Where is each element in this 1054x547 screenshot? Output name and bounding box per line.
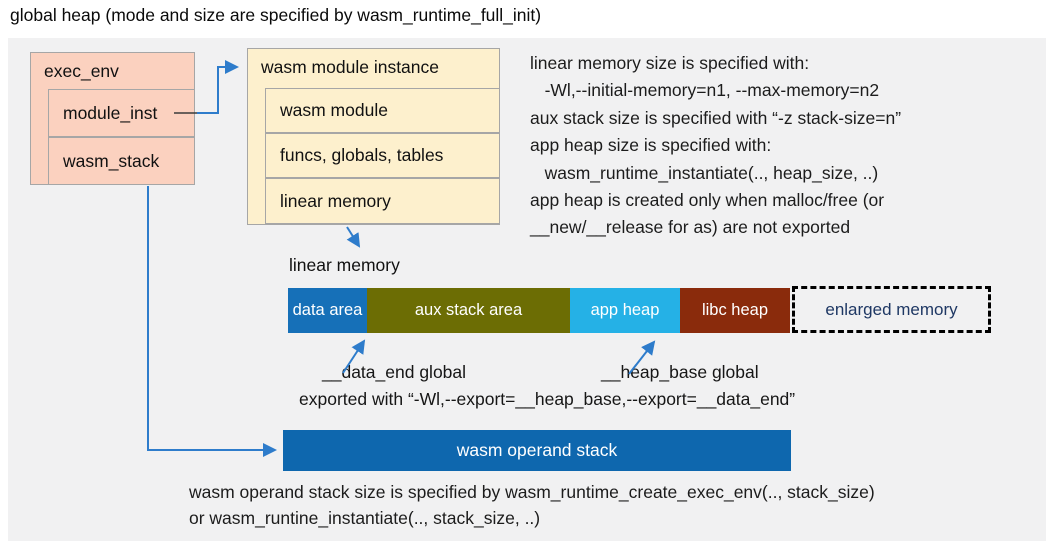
diagram-title: global heap (mode and size are specified… (10, 5, 542, 25)
wasm-module-instance-label: wasm module instance (261, 57, 439, 77)
operand-stack-notes: wasm operand stack size is specified by … (189, 479, 1049, 531)
wasm-stack-box: wasm_stack (48, 137, 195, 185)
note-line: __new/__release for as) are not exported (530, 217, 851, 238)
module-inst-label: module_inst (63, 102, 158, 123)
memory-size-notes: linear memory size is specified with: -W… (530, 50, 1040, 242)
wasm-module-label: wasm module (280, 100, 388, 120)
funcs-globals-tables-label: funcs, globals, tables (280, 145, 444, 165)
note-line: wasm operand stack size is specified by … (189, 482, 875, 502)
data-end-global-label: __data_end global (322, 362, 467, 382)
segment-libc-heap: libc heap (680, 288, 790, 333)
note-line: wasm_runtime_instantiate(.., heap_size, … (530, 162, 879, 183)
segment-aux-stack-area: aux stack area (367, 288, 570, 333)
heap-base-global-label: __heap_base global (601, 362, 759, 382)
note-line: app heap is created only when malloc/fre… (530, 190, 885, 211)
wasm-stack-label: wasm_stack (63, 150, 160, 171)
module-inst-box: module_inst (48, 89, 195, 137)
segment-enlarged-memory: enlarged memory (792, 286, 991, 333)
wasm-operand-stack-box: wasm operand stack (283, 430, 791, 471)
note-line: -Wl,--initial-memory=n1, --max-memory=n2 (530, 80, 880, 101)
linear-memory-row-label: linear memory (280, 190, 391, 211)
note-line: or wasm_runtine_instantiate(.., stack_si… (189, 508, 541, 528)
segment-data-area: data area (288, 288, 367, 333)
linear-memory-label: linear memory (289, 255, 400, 275)
exported-with-label: exported with “-Wl,--export=__heap_base,… (299, 389, 796, 409)
funcs-globals-tables-box: funcs, globals, tables (265, 133, 500, 178)
note-line: linear memory size is specified with: (530, 53, 810, 73)
exec-env-label: exec_env (44, 61, 119, 81)
note-line: aux stack size is specified with “-z sta… (530, 107, 902, 128)
linear-memory-row-box: linear memory (265, 178, 500, 224)
wasm-operand-stack-label: wasm operand stack (456, 440, 618, 460)
note-line: app heap size is specified with: (530, 135, 772, 156)
segment-app-heap: app heap (570, 288, 680, 333)
wasm-module-box: wasm module (265, 88, 500, 133)
